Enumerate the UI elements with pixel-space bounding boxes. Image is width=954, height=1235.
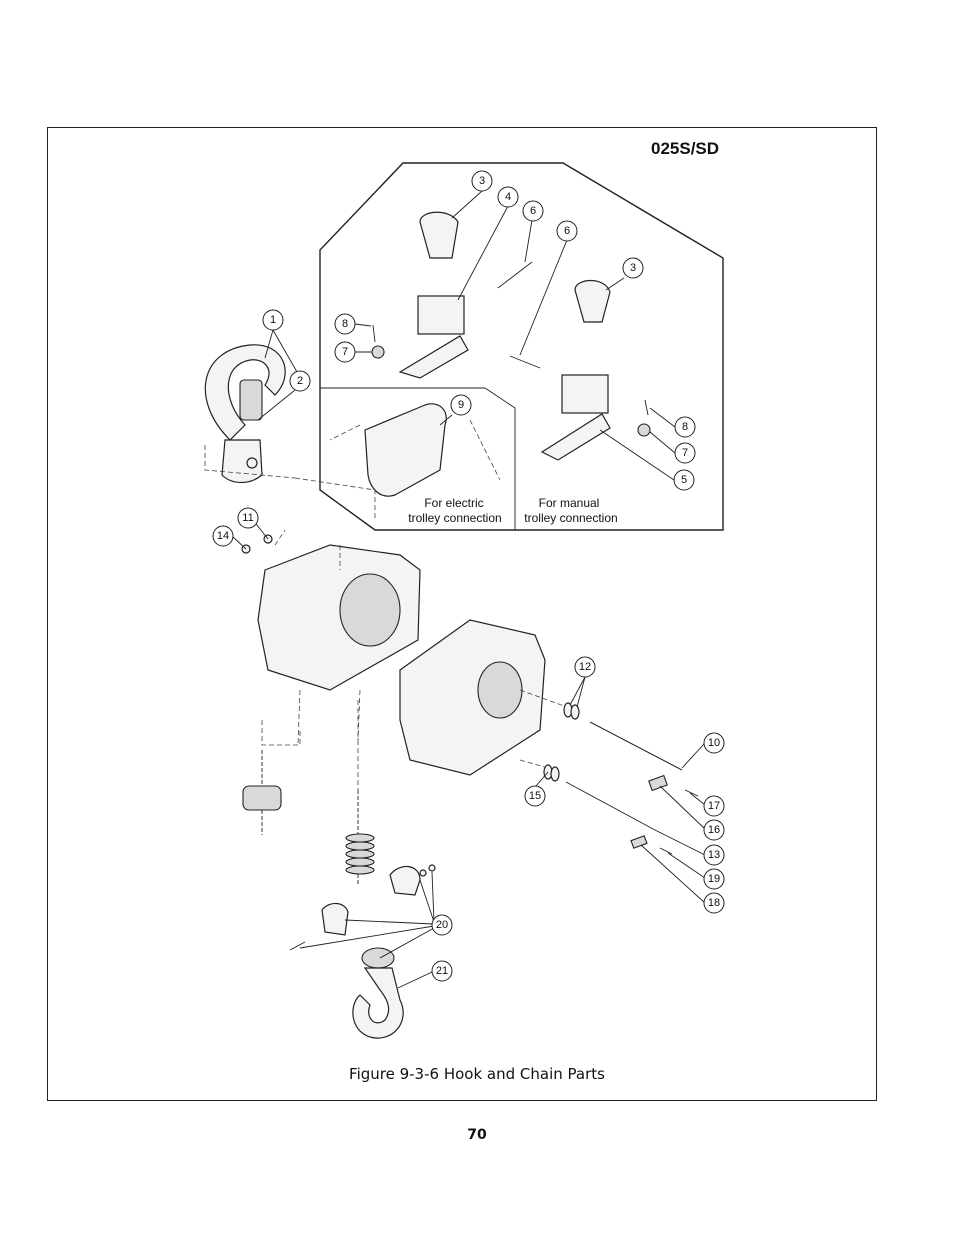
spring-stack (345, 833, 375, 875)
svg-text:9: 9 (458, 399, 464, 411)
callout-9: 9 (450, 394, 472, 416)
callout-10: 10 (703, 732, 725, 754)
callout-6b: 6 (556, 220, 578, 242)
callout-1: 1 (262, 309, 284, 331)
svg-text:17: 17 (708, 800, 720, 812)
svg-text:13: 13 (708, 849, 720, 861)
manual-label-line2: trolley connection (524, 511, 617, 525)
callout-19: 19 (703, 868, 725, 890)
svg-text:16: 16 (708, 824, 720, 836)
svg-text:1: 1 (270, 314, 276, 326)
svg-text:4: 4 (505, 191, 511, 203)
callout-3b: 3 (622, 257, 644, 279)
svg-text:6: 6 (564, 225, 570, 237)
callout-20: 20 (431, 914, 453, 936)
svg-text:20: 20 (436, 919, 448, 931)
electric-label-line2: trolley connection (408, 511, 501, 525)
svg-text:3: 3 (479, 175, 485, 187)
leader-lines (232, 190, 706, 989)
model-label: 025S/SD (651, 139, 720, 158)
callout-17: 17 (703, 795, 725, 817)
electric-label-line1: For electric (424, 496, 483, 510)
callout-13: 13 (703, 844, 725, 866)
svg-text:8: 8 (342, 318, 348, 330)
svg-text:19: 19 (708, 873, 720, 885)
svg-text:7: 7 (682, 447, 688, 459)
svg-text:15: 15 (529, 790, 541, 802)
callout-8: 8 (334, 313, 356, 335)
callout-6: 6 (522, 200, 544, 222)
callout-12: 12 (574, 656, 596, 678)
adapter-plate (364, 403, 447, 497)
suspension-parts-upper (371, 211, 651, 461)
svg-text:21: 21 (436, 965, 448, 977)
svg-text:6: 6 (530, 205, 536, 217)
callout-16: 16 (703, 819, 725, 841)
callout-14: 14 (212, 525, 234, 547)
svg-text:18: 18 (708, 897, 720, 909)
figure-caption: Figure 9-3-6 Hook and Chain Parts (349, 1065, 605, 1083)
svg-text:3: 3 (630, 262, 636, 274)
svg-text:14: 14 (217, 530, 229, 542)
svg-text:7: 7 (342, 346, 348, 358)
callout-7b: 7 (674, 442, 696, 464)
callout-5: 5 (673, 469, 695, 491)
page-number: 70 (467, 1127, 487, 1143)
svg-text:2: 2 (297, 375, 303, 387)
callout-21: 21 (431, 960, 453, 982)
svg-text:11: 11 (242, 512, 253, 524)
callout-11: 11 (237, 507, 259, 529)
housing-right (399, 619, 546, 776)
svg-text:10: 10 (708, 737, 720, 749)
top-hook (204, 344, 286, 484)
callout-3: 3 (471, 170, 493, 192)
svg-text:5: 5 (681, 474, 687, 486)
callout-18: 18 (703, 892, 725, 914)
svg-text:8: 8 (682, 421, 688, 433)
svg-text:12: 12 (579, 661, 591, 673)
callout-8b: 8 (674, 416, 696, 438)
callout-15: 15 (524, 785, 546, 807)
callout-2: 2 (289, 370, 311, 392)
callout-7: 7 (334, 341, 356, 363)
chain-stopper (242, 785, 282, 811)
shaft-13 (565, 781, 656, 831)
panel-divider (320, 387, 516, 530)
callout-4: 4 (497, 186, 519, 208)
figure-frame (47, 127, 877, 1101)
manual-label-line1: For manual (539, 496, 600, 510)
bottom-hook-block (289, 864, 436, 1039)
